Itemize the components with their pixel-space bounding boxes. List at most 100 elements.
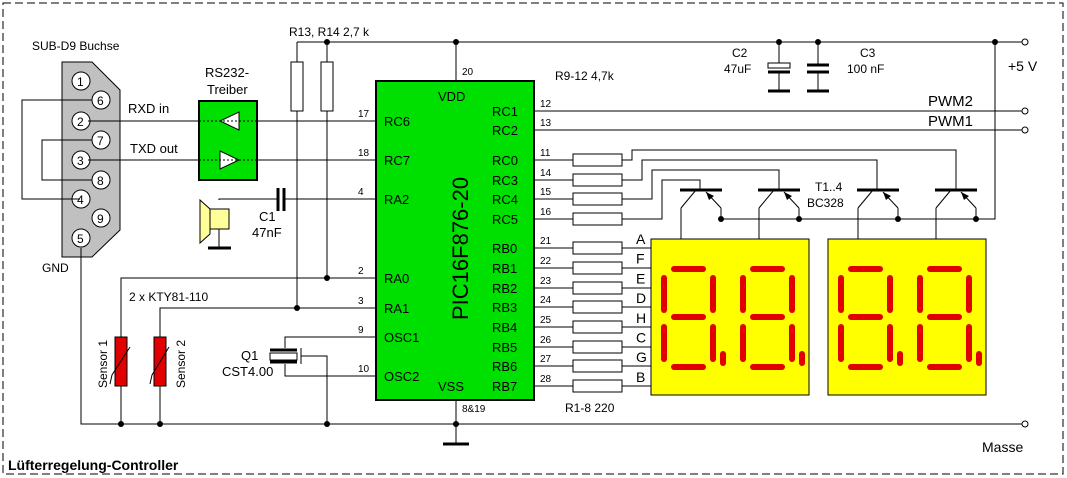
pin-rc6: RC6 — [384, 114, 410, 129]
pin-rc5: RC5 — [492, 212, 518, 227]
pin-rb3: RB3 — [492, 300, 517, 315]
c3-name: C3 — [860, 46, 876, 60]
segment-letter-F: F — [636, 251, 645, 267]
segment-letter-G: G — [636, 349, 647, 365]
pin-rb6: RB6 — [492, 359, 517, 374]
pin-number-14: 14 — [540, 168, 552, 179]
ground-label: Masse — [982, 439, 1023, 455]
pin-number-4: 4 — [358, 187, 364, 198]
seven-segment-digit — [740, 266, 805, 370]
pin-rc4: RC4 — [492, 192, 518, 207]
pin-osc2: OSC2 — [384, 369, 419, 384]
resistor — [572, 153, 623, 167]
pin-rc0: RC0 — [492, 153, 518, 168]
connector-pin-number: 2 — [77, 115, 84, 129]
supply-terminal — [1021, 38, 1029, 46]
connector-pin-1 — [71, 71, 91, 91]
r1-8-label: R1-8 220 — [565, 401, 615, 415]
resistor — [572, 241, 623, 255]
pin-rb5: RB5 — [492, 340, 517, 355]
mcu-body — [375, 80, 535, 401]
resistor — [572, 379, 623, 393]
capacitor-c3 — [807, 42, 829, 93]
connector-pin-9 — [91, 208, 111, 228]
pin-number-10: 10 — [358, 364, 370, 375]
c3-value: 100 nF — [847, 62, 884, 76]
pin-number-3: 3 — [358, 296, 364, 307]
pin-number-22: 22 — [540, 256, 552, 267]
driver-label-1: RS232- — [205, 65, 249, 80]
segment-letter-H: H — [636, 310, 646, 326]
sensor-1 — [109, 336, 131, 387]
connector-pin-number: 5 — [77, 232, 84, 246]
transistor-name: T1..4 — [815, 180, 843, 194]
seven-segment-digit — [661, 266, 726, 370]
connector-label: SUB-D9 Buchse — [32, 39, 120, 53]
pin-rb7: RB7 — [492, 379, 517, 394]
segment-letter-E: E — [636, 270, 645, 286]
pin-rc7: RC7 — [384, 153, 410, 168]
pin-number-23: 23 — [540, 276, 552, 287]
rs232-driver: RS232- Treiber — [198, 65, 258, 181]
segment-letter-C: C — [636, 330, 646, 346]
seven-segment-digit — [838, 266, 903, 370]
pin-number-21: 21 — [540, 236, 552, 247]
pwm2-terminal — [1021, 107, 1029, 115]
rxd-label: RXD in — [128, 101, 169, 116]
pin-rb0: RB0 — [492, 241, 517, 256]
r9-12-label: R9-12 4,7k — [555, 69, 615, 83]
pin-number-25: 25 — [540, 315, 552, 326]
pwm1-label: PWM1 — [928, 113, 973, 130]
crystal-name: Q1 — [241, 348, 258, 363]
pin-number-11: 11 — [540, 148, 551, 159]
pin-rb2: RB2 — [492, 281, 517, 296]
c2-value: 47uF — [724, 62, 751, 76]
pin-number-9: 9 — [358, 325, 364, 336]
segment-letter-B: B — [636, 369, 645, 385]
pullup-label: R13, R14 2,7 k — [289, 25, 370, 39]
pin-number-15: 15 — [540, 187, 552, 198]
resistor — [572, 192, 623, 206]
resistor — [572, 212, 623, 226]
pwm1-terminal — [1021, 126, 1029, 134]
resistor — [572, 261, 623, 275]
vss-label: VSS — [438, 379, 464, 394]
resistor — [572, 320, 623, 334]
segment-letter-A: A — [636, 231, 646, 247]
mcu-name: PIC16F876-20 — [448, 177, 473, 320]
transistors: T1..4 BC328 — [622, 42, 996, 239]
pin-osc1: OSC1 — [384, 330, 419, 345]
transistor-type: BC328 — [807, 196, 844, 210]
connector-pin-number: 3 — [77, 154, 84, 168]
crystal-q1 — [269, 336, 376, 424]
connector-pin-number: 6 — [97, 94, 104, 108]
gnd-label: GND — [42, 261, 69, 275]
pin-number-28: 28 — [540, 374, 552, 385]
c1-name: C1 — [259, 209, 276, 224]
pin-number-27: 27 — [540, 354, 552, 365]
diagram-title: Lüfterregelung-Controller — [8, 457, 179, 473]
resistor-r14 — [320, 61, 334, 112]
pin-rc3: RC3 — [492, 173, 518, 188]
vdd-pin-number: 20 — [462, 67, 474, 78]
sensor-2 — [149, 336, 170, 387]
resistor — [572, 300, 623, 314]
pin-ra2: RA2 — [384, 192, 409, 207]
c2-name: C2 — [732, 46, 748, 60]
connector-pin-number: 4 — [77, 193, 84, 207]
driver-label-2: Treiber — [207, 82, 248, 97]
pin-rb1: RB1 — [492, 261, 517, 276]
connector-pin-number: 8 — [97, 174, 104, 188]
pin-number-26: 26 — [540, 335, 552, 346]
resistor-r13 — [290, 61, 304, 112]
vdd-label: VDD — [438, 89, 465, 104]
ground-terminal — [1021, 420, 1029, 428]
supply-label: +5 V — [1008, 58, 1038, 74]
segment-letter-D: D — [636, 290, 646, 306]
resistor — [572, 173, 623, 187]
seven-segment-digit — [917, 266, 982, 370]
pin-number-13: 13 — [540, 118, 552, 129]
